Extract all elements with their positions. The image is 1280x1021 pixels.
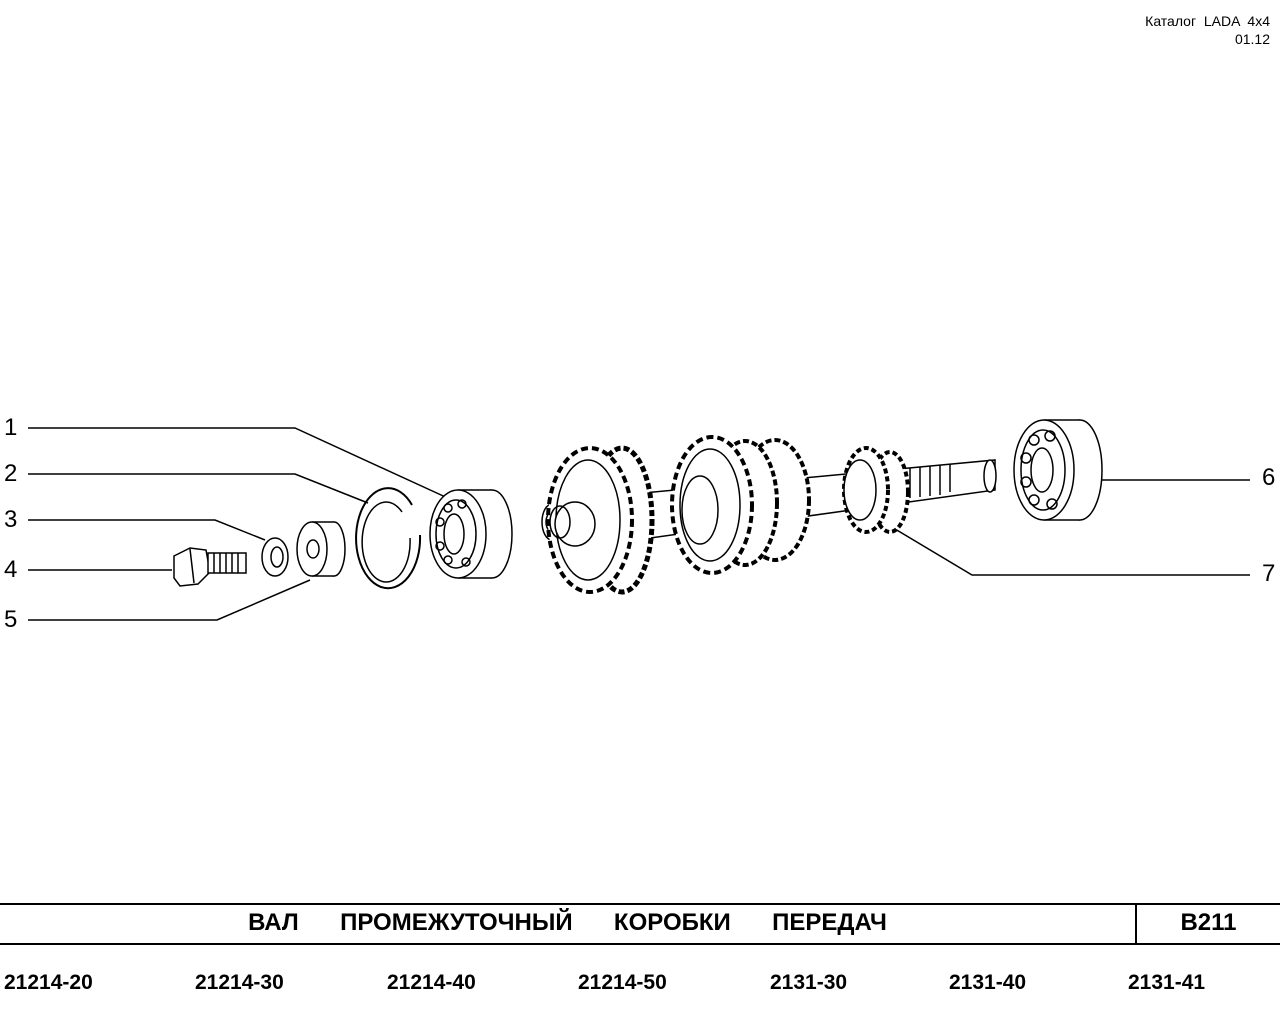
leader-line-5 bbox=[28, 579, 311, 621]
rear-bearing-part bbox=[1013, 419, 1103, 521]
retaining-ring-part bbox=[355, 487, 422, 590]
title-divider bbox=[1135, 903, 1137, 943]
callout-3: 3 bbox=[4, 506, 18, 533]
model-3: 21214-40 bbox=[387, 971, 476, 994]
exploded-view-diagram bbox=[28, 419, 1250, 621]
spring-washer-part bbox=[261, 537, 289, 577]
callout-7: 7 bbox=[1262, 560, 1276, 587]
callout-1: 1 bbox=[4, 414, 18, 441]
leader-line-3 bbox=[28, 519, 266, 541]
callout-6: 6 bbox=[1262, 464, 1276, 491]
leader-line-1 bbox=[28, 427, 453, 501]
catalog-date: 01.12 bbox=[1234, 31, 1270, 47]
bolt-part bbox=[173, 547, 247, 587]
model-4: 21214-50 bbox=[578, 971, 667, 994]
middle-gear-part bbox=[670, 435, 811, 575]
small-gear-part bbox=[842, 446, 910, 534]
model-5: 2131-30 bbox=[770, 971, 848, 994]
leader-line-2 bbox=[28, 473, 369, 504]
callout-4: 4 bbox=[4, 556, 18, 583]
page-title: ВАЛ ПРОМЕЖУТОЧНЫЙ КОРОБКИ ПЕРЕДАЧ bbox=[248, 909, 887, 936]
model-1: 21214-20 bbox=[4, 971, 93, 994]
title-border-bottom bbox=[0, 943, 1280, 945]
title-border-top bbox=[0, 903, 1280, 905]
model-6: 2131-40 bbox=[949, 971, 1027, 994]
model-7: 2131-41 bbox=[1128, 971, 1206, 994]
callout-5: 5 bbox=[4, 606, 18, 633]
catalog-name: Каталог LADA 4x4 bbox=[1145, 13, 1270, 29]
leader-line-7 bbox=[884, 522, 1250, 576]
washer-part bbox=[296, 521, 346, 577]
section-code: B211 bbox=[1180, 909, 1237, 936]
model-2: 21214-30 bbox=[195, 971, 284, 994]
large-gear-part bbox=[546, 445, 655, 595]
catalog-header: Каталог LADA 4x4 01.12 bbox=[1145, 12, 1270, 48]
callout-2: 2 bbox=[4, 460, 18, 487]
front-bearing-part bbox=[429, 489, 513, 579]
